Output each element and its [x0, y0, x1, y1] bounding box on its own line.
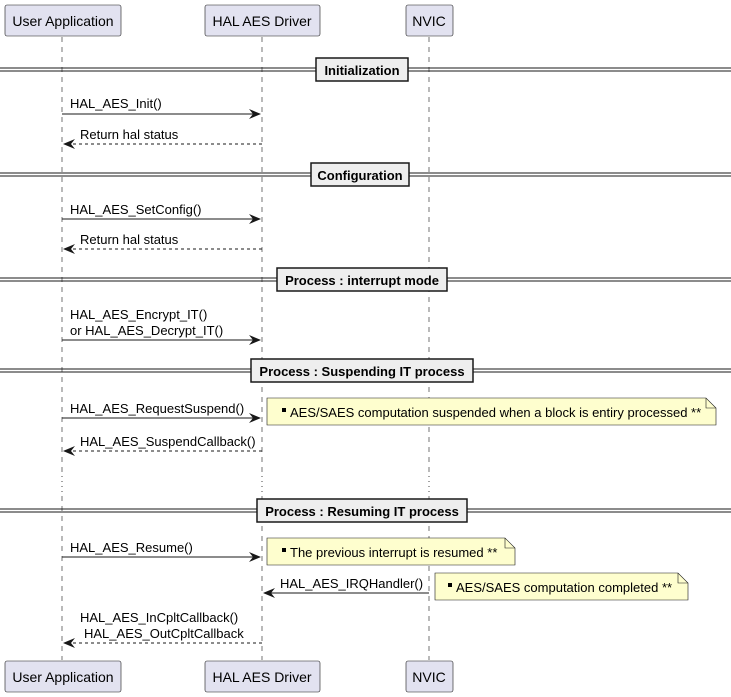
note-text: AES/SAES computation suspended when a bl… — [290, 405, 701, 420]
participant-hal-bottom: HAL AES Driver — [204, 660, 321, 693]
lifelines — [61, 37, 430, 660]
message-label: HAL_AES_OutCpltCallback — [84, 626, 244, 641]
message-label: HAL_AES_Resume() — [70, 540, 193, 555]
divider-suspending: Process : Suspending IT process — [0, 358, 731, 383]
message-hal-aes-suspendcallback: HAL_AES_SuspendCallback() — [63, 434, 262, 456]
bullet-icon — [282, 408, 286, 412]
participant-nvic-bottom: NVIC — [405, 660, 454, 693]
divider-label: Process : Suspending IT process — [259, 364, 464, 379]
message-return-hal-status: Return hal status — [63, 232, 262, 254]
bullet-icon — [282, 548, 286, 552]
message-label: Return hal status — [80, 232, 179, 247]
divider-label: Initialization — [324, 63, 399, 78]
message-label: HAL_AES_Init() — [70, 96, 162, 111]
divider-label: Process : Resuming IT process — [265, 504, 459, 519]
participant-nvic-top: NVIC — [405, 4, 454, 37]
message-hal-aes-cpltcallback: HAL_AES_InCpltCallback() HAL_AES_OutCplt… — [63, 610, 262, 648]
divider-initialization: Initialization — [0, 57, 731, 82]
participant-hal-top: HAL AES Driver — [204, 4, 321, 37]
participant-label: User Application — [12, 13, 113, 29]
message-label: Return hal status — [80, 127, 179, 142]
message-hal-aes-irqhandler: HAL_AES_IRQHandler() — [263, 576, 429, 598]
participant-label: NVIC — [412, 13, 445, 29]
message-hal-aes-setconfig: HAL_AES_SetConfig() — [62, 202, 261, 224]
note-suspended: AES/SAES computation suspended when a bl… — [266, 397, 717, 426]
note-text: The previous interrupt is resumed ** — [290, 545, 497, 560]
participant-user-bottom: User Application — [4, 660, 122, 693]
bullet-icon — [448, 583, 452, 587]
participant-label: User Application — [12, 669, 113, 685]
divider-label: Configuration — [317, 168, 402, 183]
participant-label: NVIC — [412, 669, 445, 685]
message-hal-aes-requestsuspend: HAL_AES_RequestSuspend() — [62, 401, 261, 423]
message-label: HAL_AES_IRQHandler() — [280, 576, 423, 591]
message-label: HAL_AES_SetConfig() — [70, 202, 202, 217]
participant-label: HAL AES Driver — [212, 669, 311, 685]
divider-resuming: Process : Resuming IT process — [0, 498, 731, 523]
message-hal-aes-encrypt-it: HAL_AES_Encrypt_IT() or HAL_AES_Decrypt_… — [62, 307, 261, 345]
message-hal-aes-resume: HAL_AES_Resume() — [62, 540, 261, 562]
message-label: HAL_AES_RequestSuspend() — [70, 401, 244, 416]
participant-label: HAL AES Driver — [212, 13, 311, 29]
note-completed: AES/SAES computation completed ** — [434, 572, 689, 601]
divider-label: Process : interrupt mode — [285, 273, 439, 288]
note-resumed: The previous interrupt is resumed ** — [266, 537, 516, 566]
message-return-hal-status: Return hal status — [63, 127, 262, 149]
participant-user-top: User Application — [4, 4, 122, 37]
message-label: or HAL_AES_Decrypt_IT() — [70, 323, 223, 338]
divider-configuration: Configuration — [0, 162, 731, 187]
message-label: HAL_AES_InCpltCallback() — [80, 610, 238, 625]
divider-interrupt-mode: Process : interrupt mode — [0, 267, 731, 292]
message-label: HAL_AES_Encrypt_IT() — [70, 307, 207, 322]
note-text: AES/SAES computation completed ** — [456, 580, 672, 595]
message-label: HAL_AES_SuspendCallback() — [80, 434, 256, 449]
message-hal-aes-init: HAL_AES_Init() — [62, 96, 261, 119]
